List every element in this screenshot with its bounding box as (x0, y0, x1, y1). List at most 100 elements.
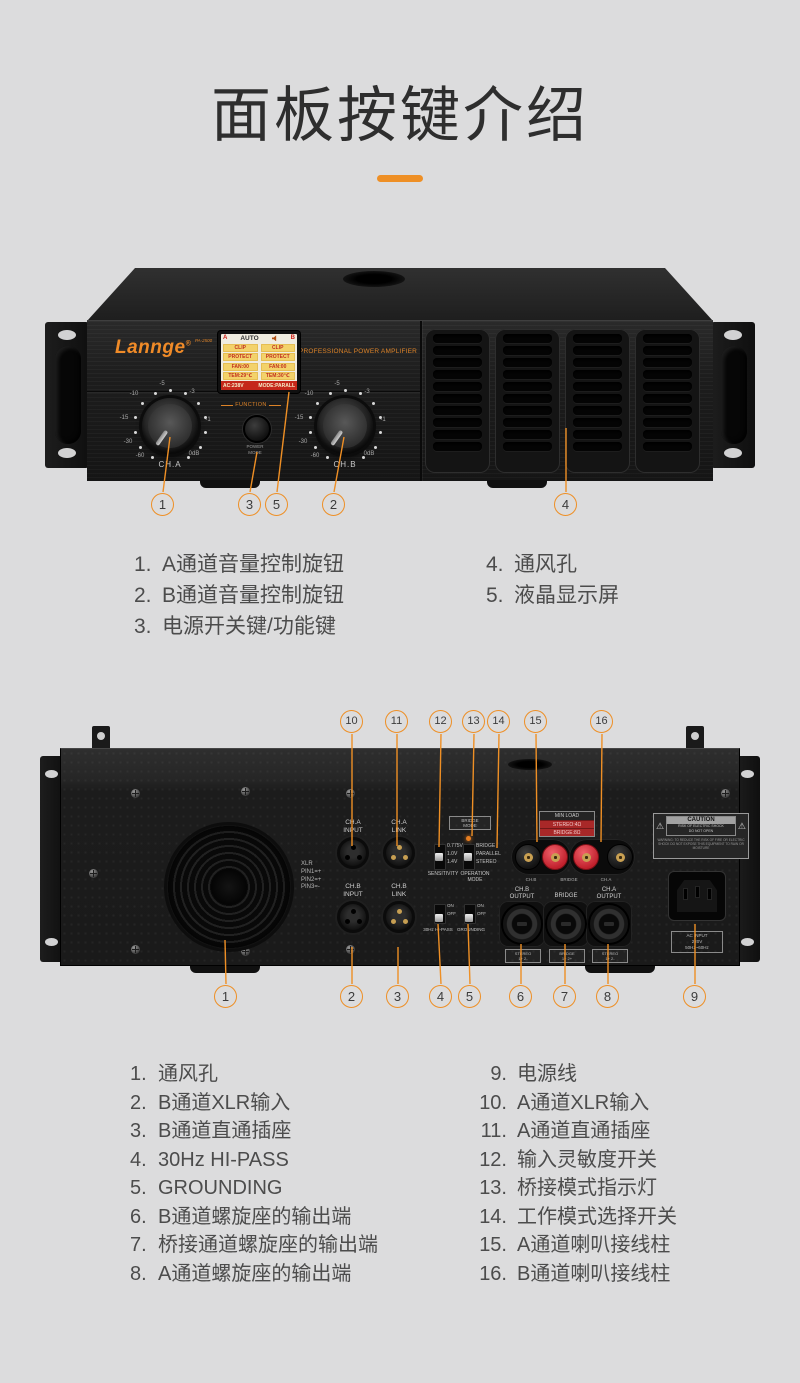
ac-pin (707, 888, 712, 900)
legend-text: 30Hz HI-PASS (158, 1148, 289, 1171)
power-mode-button (243, 415, 271, 443)
vent-slot (503, 442, 552, 451)
sensitivity-switch (434, 844, 446, 870)
callout-back-4: 4 (429, 985, 452, 1008)
operation-mode-label: OPERATION MODE (460, 871, 490, 884)
channel-a-label: CH.A (158, 460, 182, 469)
ac-power-inlet (668, 871, 726, 921)
min-load-bridge: BRIDGE:8Ω (540, 828, 594, 836)
rack-hole (45, 770, 58, 778)
post-label-chb: CH.B (525, 877, 537, 882)
xlr-pins (351, 851, 356, 856)
ac-input-label: AC INPUT 220V 50Hz~60Hz (671, 931, 723, 953)
legend-item: 1.A通道音量控制旋钮 (134, 549, 344, 580)
channel-a-volume-knob: -10 -5 -3 -15 -1 -30 -60 0dB CH.A (120, 381, 211, 469)
legend-item: 4.通风孔 (486, 549, 619, 580)
vent-slot (573, 346, 622, 355)
legend-num: 1. (130, 1063, 147, 1085)
cha-input-label: CH.A INPUT (343, 819, 363, 834)
knob-tick: -5 (334, 381, 340, 387)
operation-mode-options: BRIDGE PARALLEL STEREO (476, 843, 501, 865)
vent-slot (433, 370, 482, 379)
lcd-clip-a: CLIP (223, 343, 258, 352)
legend-text: A通道直通插座 (517, 1120, 651, 1142)
front-legend-column-2: 4.通风孔 5.液晶显示屏 (486, 549, 619, 611)
lcd-channel-b: B (290, 335, 295, 342)
vent-slot (433, 334, 482, 343)
back-top-hole (508, 759, 552, 770)
xlr-pin-info: XLR PIN1=+ PIN2=+ PIN3=- (301, 861, 322, 891)
ac-pin (683, 888, 688, 900)
callout-back-8: 8 (596, 985, 619, 1008)
legend-item: 15.A通道喇叭接线柱 (455, 1231, 677, 1260)
vent-slot (503, 418, 552, 427)
legend-num: 8. (130, 1262, 147, 1285)
vent-slot (573, 334, 622, 343)
knob-tick: -5 (159, 381, 165, 387)
switch-handle (435, 853, 443, 861)
caution-warning-text: WARNING: TO REDUCE THE RISK OF FIRE OR E… (657, 838, 745, 850)
vent-slot (503, 394, 552, 403)
legend-text: A通道喇叭接线柱 (517, 1234, 671, 1256)
knob-tick: -60 (135, 453, 145, 459)
legend-num: 11. (480, 1120, 507, 1142)
vent-slot (433, 346, 482, 355)
legend-item: 14.工作模式选择开关 (455, 1203, 677, 1232)
bridge-output-speakon (545, 903, 587, 945)
front-rack-ear-left (45, 322, 89, 468)
cha-link-label: CH.A LINK (391, 819, 407, 834)
knob-tick-dots (344, 425, 347, 428)
knob-pointer (330, 429, 344, 446)
callout-back-14: 14 (487, 710, 510, 733)
knob-tick: -3 (189, 389, 195, 395)
vent-column (565, 329, 630, 473)
legend-item: 9.电源线 (455, 1060, 677, 1089)
legend-num: 4. (486, 553, 504, 576)
cha-input-xlr (337, 837, 369, 869)
front-legend-column-1: 1.A通道音量控制旋钮 2.B通道音量控制旋钮 3.电源开关键/功能键 (134, 549, 344, 642)
knob-tick-dots (169, 425, 172, 428)
vent-slot (503, 406, 552, 415)
callout-back-11: 11 (385, 710, 408, 733)
legend-text: 电源开关键/功能键 (162, 615, 336, 638)
legend-text: B通道直通插座 (158, 1120, 292, 1142)
caution-line1: RISK OF ELECTRIC SHOCK (678, 824, 724, 828)
vent-slot (643, 382, 692, 391)
screw (346, 789, 355, 798)
legend-text: B通道XLR输入 (158, 1091, 291, 1114)
vent-slot (433, 382, 482, 391)
caution-line2: DO NOT OPEN (688, 828, 714, 833)
lcd-fan-b: FAN:00 (260, 362, 295, 371)
vent-slot (643, 334, 692, 343)
legend-num: 3. (130, 1120, 147, 1142)
back-rack-ear-right (736, 756, 760, 962)
vent-slot (573, 370, 622, 379)
knob-tick: -10 (129, 391, 139, 397)
vent-slot (573, 382, 622, 391)
speakon-tag-stereo-a: STEREO 1+ 2- (592, 949, 628, 963)
back-foot (190, 966, 260, 973)
legend-num: 16. (479, 1262, 507, 1285)
legend-item: 13.桥接模式指示灯 (455, 1174, 677, 1203)
legend-num: 3. (134, 615, 152, 638)
back-legend-column-1: 1.通风孔 2.B通道XLR输入 3.B通道直通插座 4.30Hz HI-PAS… (130, 1060, 378, 1288)
legend-item: 8.A通道螺旋座的输出端 (130, 1260, 378, 1289)
knob-tick: -60 (310, 453, 320, 459)
rack-hole (45, 938, 58, 946)
knob-tick: -15 (294, 415, 304, 421)
vent-slot (433, 394, 482, 403)
panel-seam (420, 321, 422, 481)
legend-item: 3. 电源开关键/功能键 (134, 611, 344, 642)
back-foot (585, 966, 655, 973)
min-load-label: MIN LOAD STEREO:4Ω BRIDGE:8Ω (539, 811, 595, 837)
callout-back-12: 12 (429, 710, 452, 733)
legend-num: 7. (130, 1234, 147, 1256)
legend-num: 10. (479, 1091, 507, 1114)
rack-hole (58, 448, 76, 458)
lcd-display: A AUTO B CLIP CLIP PROTECT PROTECT FAN:0… (218, 331, 300, 393)
knob-tick: 0dB (188, 451, 200, 457)
knob-tick: -15 (119, 415, 129, 421)
legend-item: 7.桥接通道螺旋座的输出端 (130, 1231, 378, 1260)
